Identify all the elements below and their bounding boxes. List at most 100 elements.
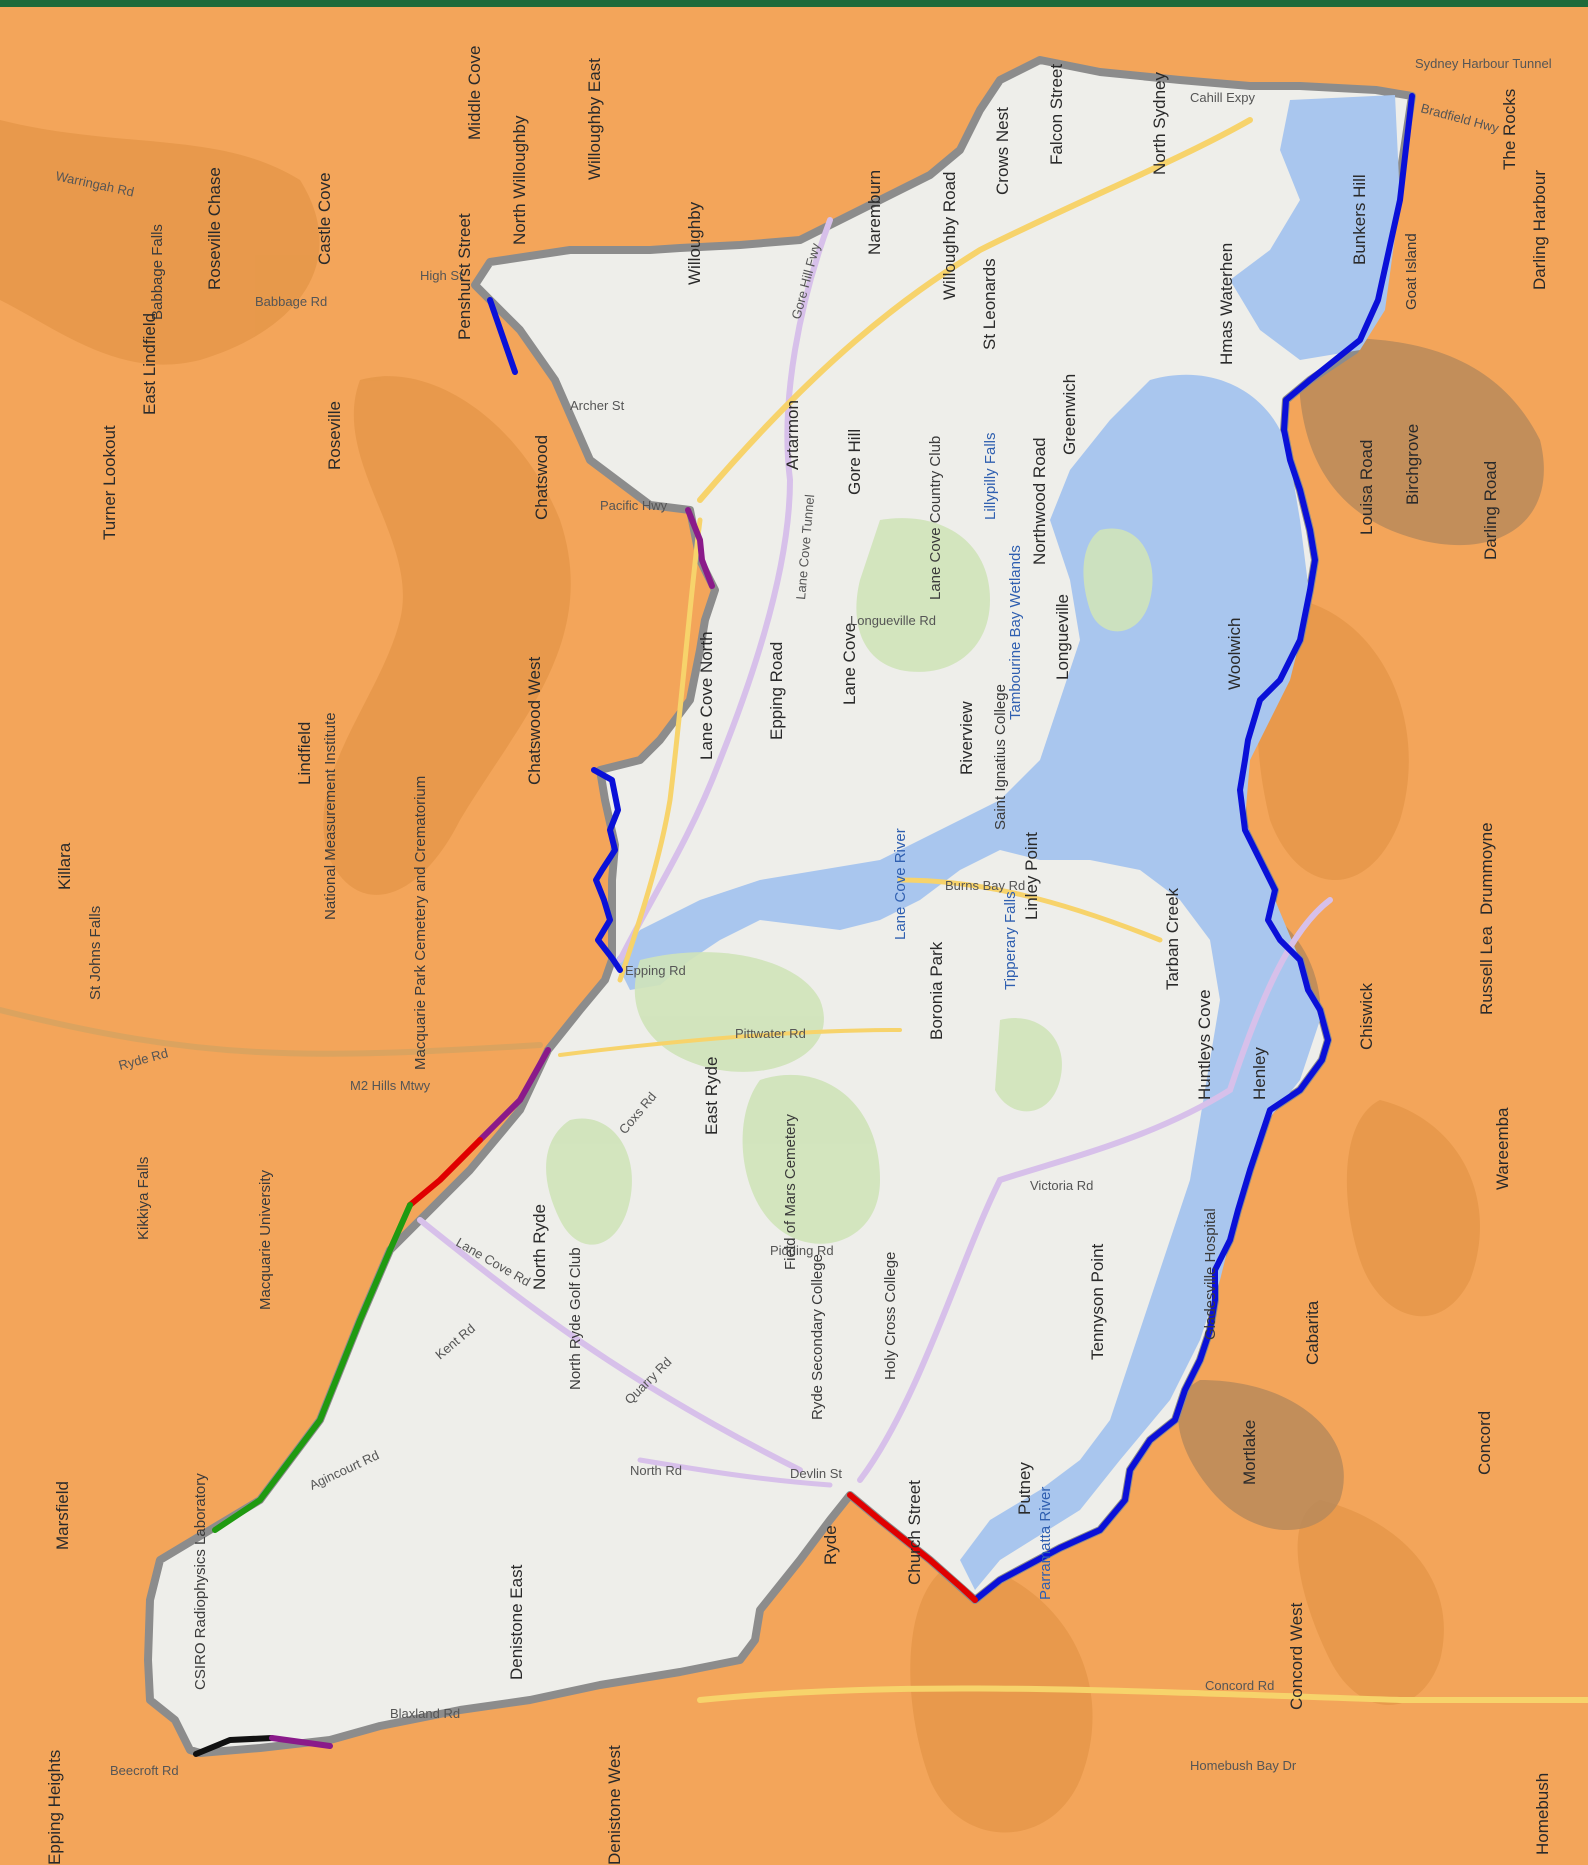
label-bunkers-hill: Bunkers Hill bbox=[1350, 174, 1369, 265]
label-darling-road: Darling Road bbox=[1481, 461, 1500, 560]
label-chiswick: Chiswick bbox=[1357, 982, 1376, 1050]
label-denistone-east: Denistone East bbox=[507, 1564, 526, 1680]
label-russell-lea: Russell Lea bbox=[1477, 926, 1496, 1015]
road-devlin bbox=[637, 1457, 833, 1488]
label-marsfield: Marsfield bbox=[53, 1481, 72, 1550]
label-cabarita: Cabarita bbox=[1303, 1300, 1322, 1365]
label-lane-cove-river: Lane Cove River bbox=[892, 828, 909, 940]
label-roseville-chase: Roseville Chase bbox=[205, 167, 224, 290]
label-concord-rd: Concord Rd bbox=[1205, 1678, 1274, 1693]
label-greenwich: Greenwich bbox=[1060, 374, 1079, 455]
label-willoughby-east: Willoughby East bbox=[585, 58, 604, 180]
label-huntleys-cove: Huntleys Cove bbox=[1195, 989, 1214, 1100]
label-babbage-falls: Babbage Falls bbox=[149, 224, 166, 320]
place-labels: Lane Cove Country Club Field of Mars Cem… bbox=[192, 436, 1219, 1690]
label-lindfield: Lindfield bbox=[295, 722, 314, 785]
label-tambourine-bay: Tambourine Bay Wetlands bbox=[1007, 545, 1024, 720]
label-east-lindfield: East Lindfield bbox=[140, 313, 159, 415]
label-chatswood-west: Chatswood West bbox=[525, 657, 544, 785]
label-sydney-harbour-tunnel: Sydney Harbour Tunnel bbox=[1415, 56, 1552, 71]
label-macquarie-university: Macquarie University bbox=[257, 1169, 274, 1310]
label-pidding-rd: Pidding Rd bbox=[770, 1243, 834, 1258]
suburb-labels-outside: Chatswood Chatswood West Roseville Rosev… bbox=[45, 46, 1552, 1865]
outside-terrain bbox=[0, 120, 1480, 1833]
label-artarmon: Artarmon bbox=[783, 400, 802, 470]
label-boronia-park: Boronia Park bbox=[927, 941, 946, 1040]
label-killara: Killara bbox=[55, 842, 74, 890]
label-north-willoughby: North Willoughby bbox=[510, 115, 529, 245]
road-concord bbox=[697, 1685, 1588, 1703]
boundary-black bbox=[193, 1735, 275, 1757]
label-church-street: Church Street bbox=[905, 1480, 924, 1585]
label-lane-cove: Lane Cove bbox=[840, 623, 859, 705]
label-denistone-west: Denistone West bbox=[605, 1745, 624, 1865]
top-bar bbox=[0, 0, 1588, 7]
label-drummoyne: Drummoyne bbox=[1477, 822, 1496, 915]
road-m2 bbox=[0, 1007, 543, 1057]
label-lillypilly-falls: Lillypilly Falls bbox=[982, 432, 999, 520]
label-riverview: Riverview bbox=[957, 701, 976, 775]
suburb-labels-inside: North Sydney Crows Nest Falcon Street Wi… bbox=[507, 64, 1369, 1680]
label-birchgrove: Birchgrove bbox=[1403, 424, 1422, 505]
label-csiro: CSIRO Radiophysics Laboratory bbox=[192, 1473, 209, 1690]
label-north-ryde: North Ryde bbox=[530, 1204, 549, 1290]
label-pacific-hwy: Pacific Hwy bbox=[600, 498, 668, 513]
road-burns-bay bbox=[897, 877, 1163, 943]
label-high-st: High St bbox=[420, 268, 463, 283]
label-national-measurement: National Measurement Institute bbox=[322, 712, 339, 920]
road-gore-hill bbox=[617, 217, 833, 963]
label-willoughby: Willoughby bbox=[685, 201, 704, 285]
label-penshurst-street: Penshurst Street bbox=[455, 213, 474, 340]
label-epping-rd: Epping Rd bbox=[625, 963, 686, 978]
label-lane-cove-country-club: Lane Cove Country Club bbox=[927, 436, 944, 600]
label-longueville-rd: Longueville Rd bbox=[850, 613, 936, 628]
label-holy-cross-college: Holy Cross College bbox=[882, 1252, 899, 1380]
label-victoria-rd: Victoria Rd bbox=[1030, 1178, 1093, 1193]
label-cahill-expy: Cahill Expy bbox=[1190, 90, 1256, 105]
label-east-ryde: East Ryde bbox=[702, 1057, 721, 1135]
label-parramatta-river: Parramatta River bbox=[1037, 1487, 1054, 1600]
inside-water bbox=[615, 95, 1400, 1591]
label-burns-bay-rd: Burns Bay Rd bbox=[945, 878, 1025, 893]
water-labels: Lane Cove River Parramatta River Lillypi… bbox=[87, 224, 1054, 1600]
label-darling-harbour: Darling Harbour bbox=[1530, 170, 1549, 290]
label-beecroft-rd: Beecroft Rd bbox=[110, 1763, 179, 1778]
label-archer-st: Archer St bbox=[570, 398, 625, 413]
label-concord-west: Concord West bbox=[1287, 1602, 1306, 1710]
label-blaxland-rd: Blaxland Rd bbox=[390, 1706, 460, 1721]
label-gladesville-hospital: Gladesville Hospital bbox=[1202, 1208, 1219, 1340]
label-the-rocks: The Rocks bbox=[1500, 89, 1519, 170]
label-st-johns-falls: St Johns Falls bbox=[87, 906, 104, 1000]
label-pittwater-rd: Pittwater Rd bbox=[735, 1026, 806, 1041]
label-putney: Putney bbox=[1015, 1462, 1034, 1515]
label-tennyson-point: Tennyson Point bbox=[1088, 1243, 1107, 1360]
label-castle-cove: Castle Cove bbox=[315, 172, 334, 265]
label-turner-lookout: Turner Lookout bbox=[100, 425, 119, 540]
boundary-red-2 bbox=[847, 1492, 978, 1603]
label-willoughby-road: Willoughby Road bbox=[940, 171, 959, 300]
road-victoria bbox=[857, 897, 1333, 1483]
label-woolwich: Woolwich bbox=[1225, 618, 1244, 690]
boundary-blue-west bbox=[591, 767, 623, 973]
label-tarban-creek: Tarban Creek bbox=[1163, 887, 1182, 990]
label-gore-hill: Gore Hill bbox=[845, 429, 864, 495]
label-mortlake: Mortlake bbox=[1240, 1420, 1259, 1485]
boundary-highlights bbox=[193, 93, 1415, 1757]
label-homebush-bay-dr: Homebush Bay Dr bbox=[1190, 1758, 1297, 1773]
label-devlin-st: Devlin St bbox=[790, 1466, 842, 1481]
label-saint-ignatius-college: Saint Ignatius College bbox=[992, 684, 1009, 830]
road-pacific bbox=[697, 117, 1253, 503]
label-northwood-road: Northwood Road bbox=[1030, 437, 1049, 565]
label-m2-hills-mtwy: M2 Hills Mtwy bbox=[350, 1078, 431, 1093]
label-hmas-waterhen: Hmas Waterhen bbox=[1217, 243, 1236, 365]
road-epping bbox=[617, 517, 703, 983]
boundary-blue-northwest bbox=[487, 297, 518, 375]
label-middle-cove: Middle Cove bbox=[465, 46, 484, 141]
label-longueville: Longueville bbox=[1053, 594, 1072, 680]
label-crows-nest: Crows Nest bbox=[993, 107, 1012, 195]
label-north-ryde-golf-club: North Ryde Golf Club bbox=[567, 1247, 584, 1390]
boundary-red-1 bbox=[407, 1137, 483, 1208]
road-pittwater bbox=[558, 1028, 902, 1057]
boundary-purple-3 bbox=[269, 1735, 333, 1749]
